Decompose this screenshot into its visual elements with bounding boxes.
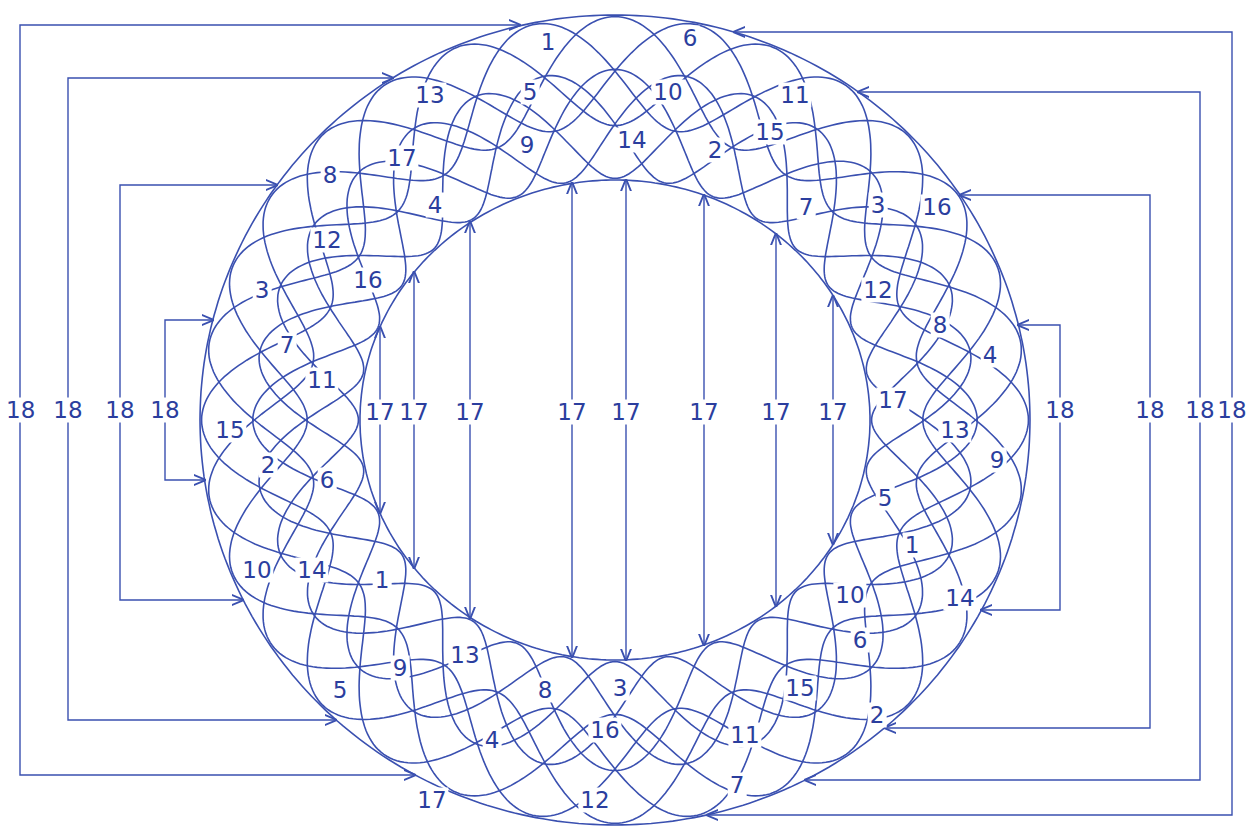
strand-number: 2: [706, 138, 725, 163]
strand-number: 8: [536, 678, 555, 703]
dimension-label: 17: [759, 400, 792, 425]
strand-number: 16: [588, 718, 621, 743]
strand-number: 11: [305, 368, 338, 393]
strand-number: 2: [868, 703, 887, 728]
strand-number: 4: [981, 343, 1000, 368]
dimension-label: 17: [609, 400, 642, 425]
strand-number: 7: [278, 333, 297, 358]
strand-number: 11: [728, 723, 761, 748]
strand-number: 9: [518, 133, 537, 158]
strand-number: 8: [321, 163, 340, 188]
strand-number: 7: [728, 773, 747, 798]
strand-number: 4: [483, 728, 502, 753]
dimension-label: 18: [4, 398, 37, 423]
strand-number: 5: [521, 80, 540, 105]
strand-number: 11: [778, 83, 811, 108]
strand-number: 17: [876, 388, 909, 413]
strand-number: 15: [783, 676, 816, 701]
strand-number: 10: [240, 558, 273, 583]
braid-strand: [202, 17, 1029, 824]
strand-number: 6: [851, 628, 870, 653]
braid-strand: [230, 44, 1001, 796]
strand-number: 13: [448, 643, 481, 668]
strand-number: 10: [833, 583, 866, 608]
dimension-lines: [20, 25, 1232, 815]
strand-number: 9: [988, 448, 1007, 473]
dimension-label: 17: [687, 400, 720, 425]
strand-number: 3: [253, 278, 272, 303]
dimension-label: 18: [1215, 398, 1248, 423]
strand-number: 16: [920, 195, 953, 220]
braid-strand: [278, 94, 953, 747]
strand-number: 13: [413, 83, 446, 108]
strand-number: 3: [611, 676, 630, 701]
strand-number: 17: [415, 788, 448, 813]
strand-number: 12: [861, 278, 894, 303]
braid-strand: [253, 69, 977, 770]
dimension-label: 18: [1133, 398, 1166, 423]
strand-number: 10: [651, 80, 684, 105]
dimension-label: 18: [1043, 398, 1076, 423]
strand-number: 6: [681, 26, 700, 51]
dimension-label: 17: [453, 400, 486, 425]
strand-number: 7: [797, 195, 816, 220]
strand-number: 1: [539, 30, 558, 55]
strand-number: 13: [938, 418, 971, 443]
braid-strand: [259, 76, 971, 765]
braid-strand: [200, 15, 1030, 825]
dimension-label: 18: [103, 398, 136, 423]
strand-number: 2: [259, 453, 278, 478]
braid-strand: [209, 24, 1022, 817]
strand-number: 14: [943, 586, 976, 611]
strand-number: 14: [615, 128, 648, 153]
dimension-label: 18: [1183, 398, 1216, 423]
dimension-label: 18: [51, 398, 84, 423]
strand-number: 15: [753, 120, 786, 145]
strand-number: 3: [869, 193, 888, 218]
strand-number: 12: [310, 228, 343, 253]
strand-number: 5: [331, 678, 350, 703]
dimension-label: 18: [148, 398, 181, 423]
braid-strand: [360, 180, 870, 660]
braid-strand: [259, 76, 971, 765]
strand-number: 1: [373, 568, 392, 593]
dimension-label: 17: [363, 400, 396, 425]
strand-number: 1: [903, 533, 922, 558]
dimension-label: 17: [816, 400, 849, 425]
strand-number: 5: [876, 486, 895, 511]
strand-number: 14: [295, 558, 328, 583]
strand-number: 16: [351, 268, 384, 293]
strand-number: 12: [578, 788, 611, 813]
strand-number: 15: [213, 418, 246, 443]
strand-number: 4: [426, 193, 445, 218]
braid-strand: [209, 24, 1022, 817]
strand-number: 8: [931, 313, 950, 338]
strand-number: 17: [385, 146, 418, 171]
strand-number: 9: [391, 656, 410, 681]
dimension-label: 17: [555, 400, 588, 425]
strand-number: 6: [318, 468, 337, 493]
dimension-label: 17: [397, 400, 430, 425]
